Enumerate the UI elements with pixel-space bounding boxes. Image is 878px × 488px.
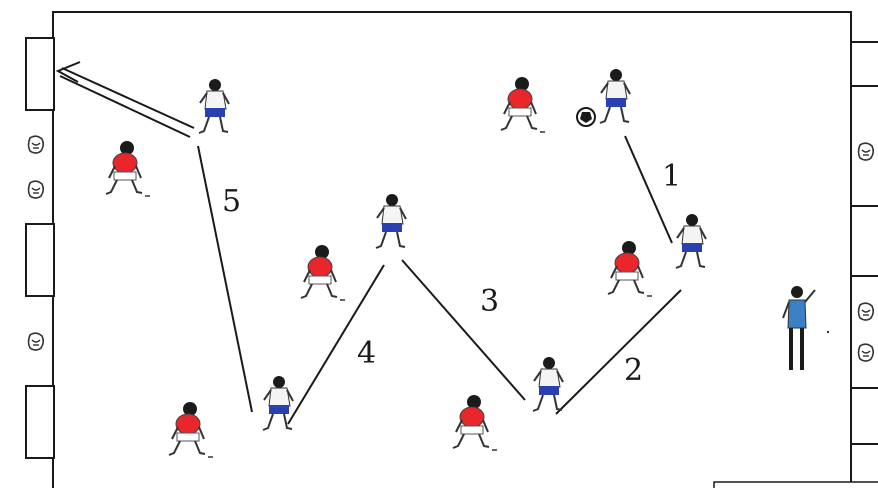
- shot-arrow: [55, 61, 195, 138]
- pass-number-1: 1: [662, 159, 681, 194]
- mini-goal-icon: [25, 223, 55, 297]
- coach-figure: [782, 286, 830, 370]
- attacker-player: [599, 68, 631, 124]
- pass-number-5: 5: [222, 184, 241, 219]
- mini-goal-icon: [850, 41, 878, 87]
- pass-line-2: [555, 289, 682, 415]
- pass-line-3: [401, 259, 526, 401]
- attacker-player: [375, 193, 407, 249]
- defender-player: [105, 140, 151, 197]
- mini-goal-icon: [850, 205, 878, 277]
- cone-icon: [27, 135, 45, 154]
- pass-number-3: 3: [480, 284, 499, 319]
- pass-line-5: [197, 145, 253, 413]
- attacker-player: [675, 213, 707, 269]
- mini-goal-icon: [850, 387, 878, 445]
- cone-icon: [857, 343, 875, 362]
- lower-right-marker: [713, 481, 878, 488]
- pass-line-1: [624, 135, 673, 244]
- pass-number-4: 4: [357, 336, 376, 371]
- defender-player: [607, 240, 653, 297]
- attacker-player: [532, 356, 564, 412]
- pass-line-4: [287, 264, 385, 425]
- defender-player: [500, 76, 546, 133]
- pass-number-2: 2: [624, 353, 643, 388]
- mini-goal-icon: [25, 385, 55, 459]
- cone-icon: [27, 332, 45, 351]
- cone-icon: [27, 180, 45, 199]
- football-icon: [576, 107, 596, 127]
- defender-player: [168, 401, 214, 458]
- cone-icon: [857, 302, 875, 321]
- defender-player: [300, 244, 346, 301]
- pitch-boundary: [52, 11, 852, 488]
- cone-icon: [857, 142, 875, 161]
- mini-goal-icon: [25, 37, 55, 111]
- attacker-player: [198, 78, 230, 134]
- defender-player: [452, 394, 498, 451]
